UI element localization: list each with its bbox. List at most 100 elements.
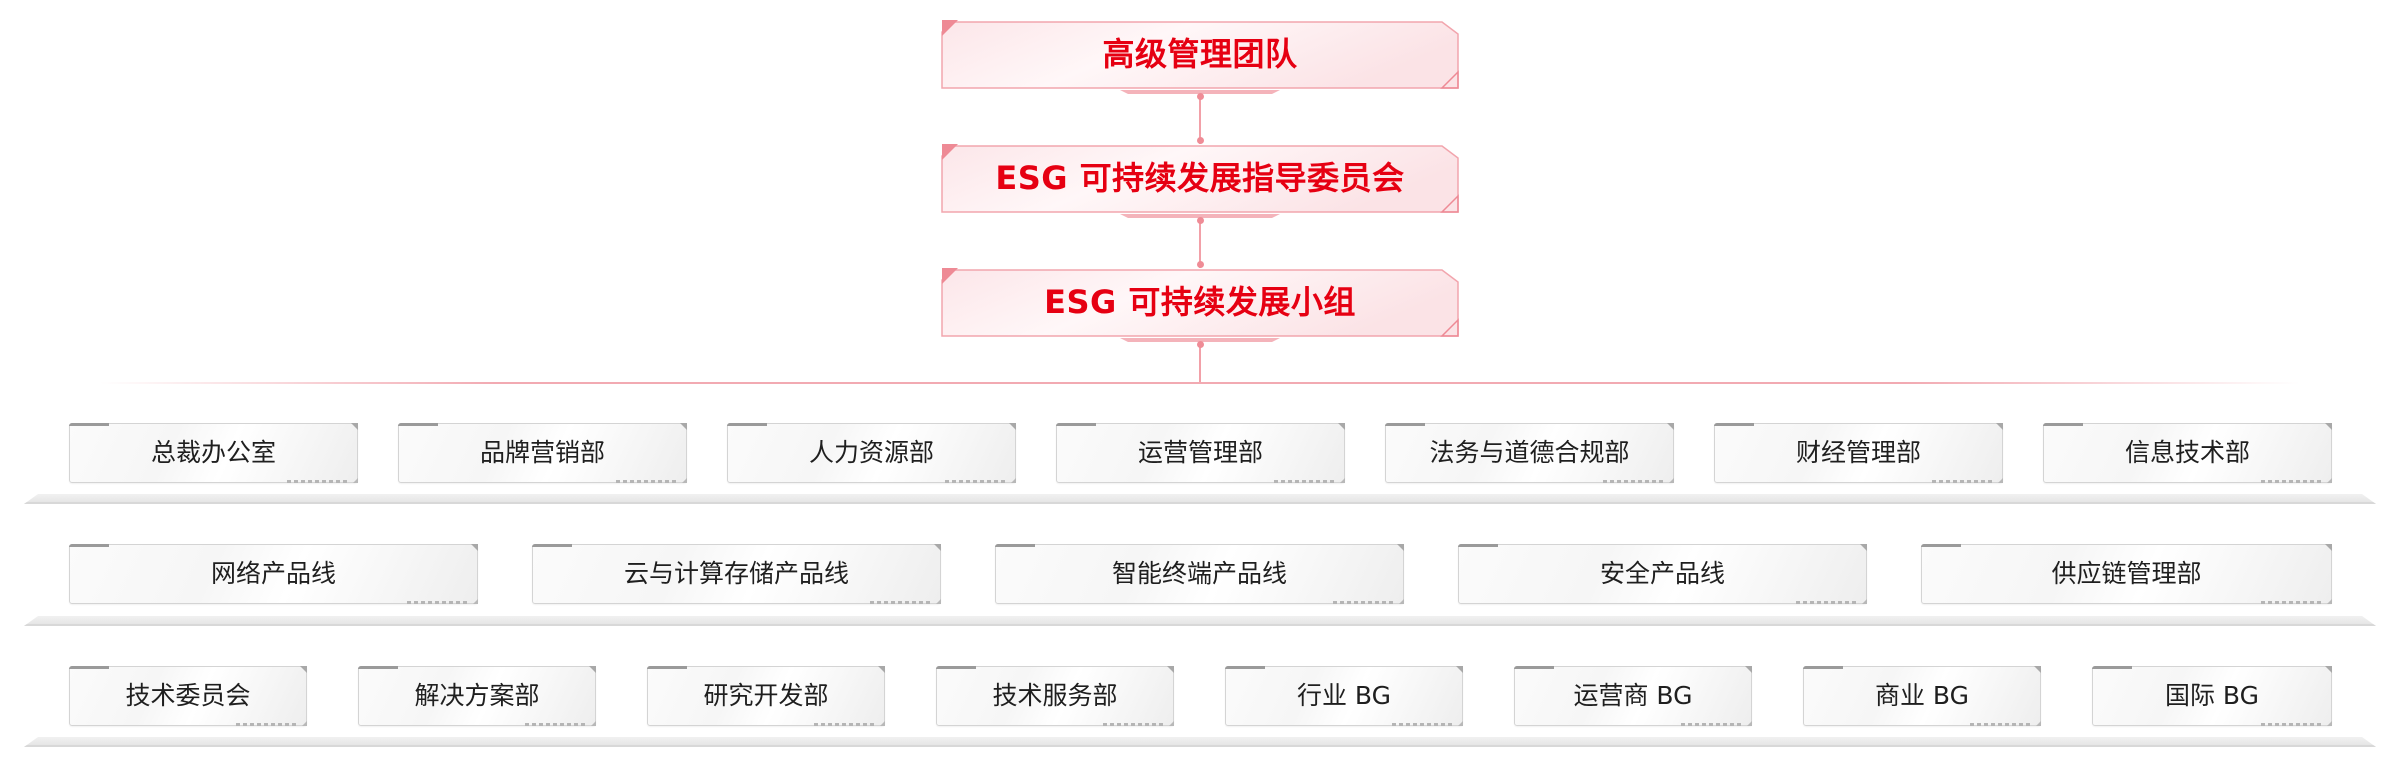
dept-box: 研究开发部 xyxy=(647,666,885,726)
dept-label: 信息技术部 xyxy=(2124,438,2250,467)
dept-box: 信息技术部 xyxy=(2043,423,2332,483)
dept-corner-accent xyxy=(2327,599,2332,604)
connector-dot xyxy=(1196,217,1204,224)
dept-label: 网络产品线 xyxy=(210,559,336,588)
dept-label: 法务与道德合规部 xyxy=(1429,438,1630,467)
dept-label: 云与计算存储产品线 xyxy=(623,559,849,588)
dept-box: 国际 BG xyxy=(2092,666,2332,726)
top-box-frame xyxy=(941,268,1459,342)
dept-corner-accent xyxy=(2327,721,2332,726)
dept-box: 网络产品线 xyxy=(69,544,478,604)
dept-corner-accent xyxy=(1921,544,1961,547)
dept-corner-accent xyxy=(358,666,398,669)
top-box-label: 高级管理团队 xyxy=(1102,35,1298,73)
dept-corner-accent xyxy=(880,721,885,726)
dept-label: 品牌营销部 xyxy=(479,438,605,467)
dept-box: 技术委员会 xyxy=(69,666,307,726)
dept-corner-accent xyxy=(1998,478,2003,483)
dept-corner-accent xyxy=(2036,721,2041,726)
dept-corner-accent xyxy=(2325,423,2332,430)
row-shelf xyxy=(24,616,2376,626)
connector-dot xyxy=(1196,261,1204,268)
dept-label: 总裁办公室 xyxy=(150,438,276,467)
dept-corner-accent xyxy=(589,666,596,673)
dept-dash-accent xyxy=(2261,723,2321,726)
dept-box: 技术服务部 xyxy=(936,666,1174,726)
dept-corner-accent xyxy=(1399,599,1404,604)
dept-box: 商业 BG xyxy=(1803,666,2041,726)
dept-corner-accent xyxy=(69,666,109,669)
dept-label: 研究开发部 xyxy=(703,681,829,710)
dept-label: 运营商 BG xyxy=(1573,681,1693,710)
connector-line xyxy=(1199,95,1201,144)
dept-corner-accent xyxy=(1385,423,1425,426)
dept-corner-accent xyxy=(1397,544,1404,551)
dept-dash-accent xyxy=(236,723,296,726)
dept-corner-accent xyxy=(1514,666,1554,669)
dept-dash-accent xyxy=(287,480,347,483)
top-box-label: ESG 可持续发展小组 xyxy=(1044,283,1356,321)
dept-label: 安全产品线 xyxy=(1599,559,1725,588)
dept-box: 人力资源部 xyxy=(727,423,1016,483)
dept-corner-accent xyxy=(1056,423,1096,426)
dept-label: 运营管理部 xyxy=(1137,438,1263,467)
dept-label: 商业 BG xyxy=(1874,681,1970,710)
dept-corner-accent xyxy=(1169,721,1174,726)
dept-label: 技术服务部 xyxy=(992,681,1118,710)
dept-box: 财经管理部 xyxy=(1714,423,2003,483)
dept-corner-accent xyxy=(398,423,438,426)
dept-label: 智能终端产品线 xyxy=(1111,559,1287,588)
row-shelf xyxy=(24,494,2376,504)
dept-box: 解决方案部 xyxy=(358,666,596,726)
dept-corner-accent xyxy=(1996,423,2003,430)
dept-corner-accent xyxy=(1803,666,1843,669)
connector-dot xyxy=(1196,341,1204,348)
dept-box: 行业 BG xyxy=(1225,666,1463,726)
dept-corner-accent xyxy=(1338,423,1345,430)
connector-dot xyxy=(1196,137,1204,144)
dept-box: 云与计算存储产品线 xyxy=(532,544,941,604)
dept-dash-accent xyxy=(1970,723,2030,726)
dept-label: 国际 BG xyxy=(2164,681,2260,710)
dept-label: 人力资源部 xyxy=(808,438,934,467)
dept-dash-accent xyxy=(870,601,930,604)
dept-box: 供应链管理部 xyxy=(1921,544,2332,604)
dept-dash-accent xyxy=(2261,480,2321,483)
dept-corner-accent xyxy=(1862,599,1867,604)
org-top-box-esg-working-group: ESG 可持续发展小组 xyxy=(941,268,1459,343)
horizontal-connector-line xyxy=(100,382,2300,384)
dept-dash-accent xyxy=(407,601,467,604)
dept-dash-accent xyxy=(1796,601,1856,604)
dept-corner-accent xyxy=(2034,666,2041,673)
dept-corner-accent xyxy=(1714,423,1754,426)
dept-corner-accent xyxy=(1669,478,1674,483)
dept-dash-accent xyxy=(1103,723,1163,726)
dept-corner-accent xyxy=(878,666,885,673)
dept-dash-accent xyxy=(945,480,1005,483)
dept-corner-accent xyxy=(2043,423,2083,426)
top-box-label: ESG 可持续发展指导委员会 xyxy=(995,159,1405,197)
dept-corner-accent xyxy=(1009,423,1016,430)
dept-corner-accent xyxy=(1860,544,1867,551)
dept-corner-accent xyxy=(69,423,109,426)
dept-box: 法务与道德合规部 xyxy=(1385,423,1674,483)
dept-corner-accent xyxy=(1458,544,1498,547)
dept-corner-accent xyxy=(1745,666,1752,673)
dept-corner-accent xyxy=(351,423,358,430)
row-shelf xyxy=(24,737,2376,747)
dept-label: 技术委员会 xyxy=(125,681,251,710)
dept-corner-accent xyxy=(1340,478,1345,483)
dept-label: 解决方案部 xyxy=(414,681,540,710)
dept-dash-accent xyxy=(525,723,585,726)
dept-box: 运营管理部 xyxy=(1056,423,1345,483)
dept-corner-accent xyxy=(2325,666,2332,673)
dept-corner-accent xyxy=(300,666,307,673)
dept-label: 供应链管理部 xyxy=(2051,559,2202,588)
dept-box: 运营商 BG xyxy=(1514,666,1752,726)
dept-corner-accent xyxy=(1225,666,1265,669)
dept-corner-accent xyxy=(680,423,687,430)
dept-dash-accent xyxy=(814,723,874,726)
dept-corner-accent xyxy=(2327,478,2332,483)
connector-line xyxy=(1199,219,1201,268)
dept-corner-accent xyxy=(302,721,307,726)
